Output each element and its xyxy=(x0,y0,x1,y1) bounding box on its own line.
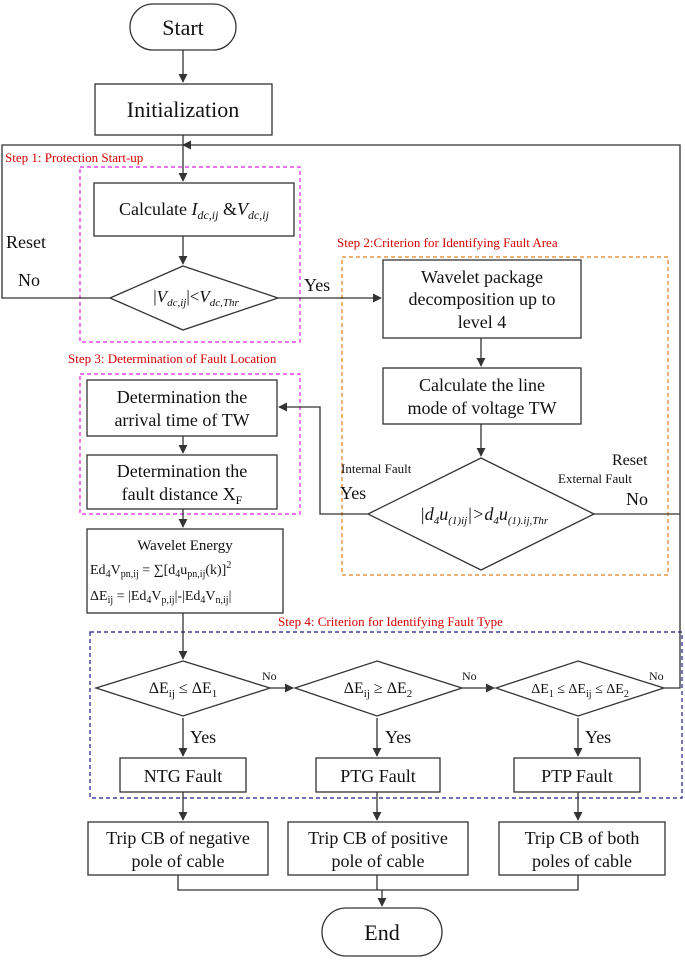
step4-label: Step 4: Criterion for Identifying Fault … xyxy=(278,614,503,629)
ptg-fault-box xyxy=(315,757,441,793)
step1-group xyxy=(79,166,301,343)
yes-c2-label: Yes xyxy=(385,727,411,747)
step1-label: Step 1: Protection Start-up xyxy=(5,150,143,165)
step3-label: Step 3: Determination of Fault Location xyxy=(68,351,277,366)
no-c2-label: No xyxy=(462,669,477,683)
step2-label: Step 2:Criterion for Identifying Fault A… xyxy=(337,235,558,250)
end-node xyxy=(321,907,443,957)
trip-positive-line1: Trip CB of positive xyxy=(308,828,448,848)
wavelet-energy-box xyxy=(86,528,284,614)
initialization-box xyxy=(94,83,273,136)
criterion-ntg-text: ΔEij ≤ ΔE1 xyxy=(149,680,218,700)
line-mode-line2: mode of voltage TW xyxy=(407,398,556,418)
no-c3-label: No xyxy=(649,669,664,683)
initialization-text: Initialization xyxy=(127,97,239,122)
arrival-time-line1: Determination the xyxy=(117,387,247,407)
trip-negative-box xyxy=(87,821,269,876)
decision-voltage-text: |Vdc,ij|<Vdc,Thr xyxy=(153,287,239,309)
external-fault-label: External Fault xyxy=(558,471,632,486)
reset-right-label: Reset xyxy=(612,452,648,469)
trip-positive-line2: pole of cable xyxy=(332,851,425,871)
decision-fault-area xyxy=(366,457,596,571)
trip-both-line1: Trip CB of both xyxy=(525,828,640,848)
yes-d2-label: Yes xyxy=(340,483,366,503)
criterion-ptp-decision xyxy=(493,660,667,717)
ntg-fault-text: NTG Fault xyxy=(144,766,223,786)
ptp-fault-box xyxy=(513,757,641,793)
no-d2-label: No xyxy=(626,489,648,509)
start-node xyxy=(129,3,237,51)
criterion-ptp-text: ΔE1 ≤ ΔEij ≤ ΔE2 xyxy=(531,682,629,700)
wavelet-energy-title: Wavelet Energy xyxy=(137,538,233,554)
reset-left-label: Reset xyxy=(6,232,46,252)
criterion-ntg-decision xyxy=(93,660,273,717)
wavelet-energy-eq2: ΔEij = |Ed4Vp,ij|-|Ed4Vn,ij| xyxy=(90,589,231,606)
wavelet-package-line1: Wavelet package xyxy=(421,267,543,287)
wavelet-package-box xyxy=(382,259,582,339)
ptg-fault-text: PTG Fault xyxy=(340,766,416,786)
step4-group xyxy=(89,631,683,799)
start-text: Start xyxy=(162,15,204,40)
decision-voltage-threshold xyxy=(108,265,281,331)
internal-fault-label: Internal Fault xyxy=(341,461,412,476)
yes-d1-label: Yes xyxy=(304,275,330,295)
wavelet-energy-eq1: Ed4Vpn,ij = ∑[d4upn,ij(k)]2 xyxy=(90,560,231,580)
no-left-label: No xyxy=(18,270,40,290)
trip-positive-box xyxy=(287,821,469,876)
step2-group xyxy=(341,256,669,576)
arrival-time-line2: arrival time of TW xyxy=(114,410,249,430)
calculate-box xyxy=(93,182,295,237)
yes-c3-label: Yes xyxy=(585,727,611,747)
step3-group xyxy=(79,373,301,515)
trip-both-box xyxy=(498,821,666,876)
fault-distance-box xyxy=(86,454,278,510)
trip-negative-line1: Trip CB of negative xyxy=(106,828,250,848)
decision-fault-area-text: |d4u(1)ij|>d4u(1).ij,Thr xyxy=(420,504,549,527)
trip-both-line2: poles of cable xyxy=(532,851,632,871)
trip-negative-line2: pole of cable xyxy=(132,851,225,871)
no-c1-label: No xyxy=(262,669,277,683)
fault-distance-line2: fault distance XF xyxy=(122,484,243,507)
ptp-fault-text: PTP Fault xyxy=(541,766,613,786)
criterion-ptg-text: ΔEij ≥ ΔE2 xyxy=(344,680,413,700)
line-mode-box xyxy=(382,367,582,425)
criterion-ptg-decision xyxy=(292,660,465,717)
fault-distance-line1: Determination the xyxy=(117,461,247,481)
ntg-fault-box xyxy=(119,757,247,793)
calculate-text: Calculate Idc,ij &Vdc,ij xyxy=(119,199,270,222)
end-text: End xyxy=(364,920,399,945)
line-mode-line1: Calculate the line xyxy=(419,375,545,395)
yes-c1-label: Yes xyxy=(190,727,216,747)
wavelet-package-line2: decomposition up to xyxy=(409,289,556,309)
wavelet-package-line3: level 4 xyxy=(458,312,506,332)
arrival-time-box xyxy=(86,379,278,437)
